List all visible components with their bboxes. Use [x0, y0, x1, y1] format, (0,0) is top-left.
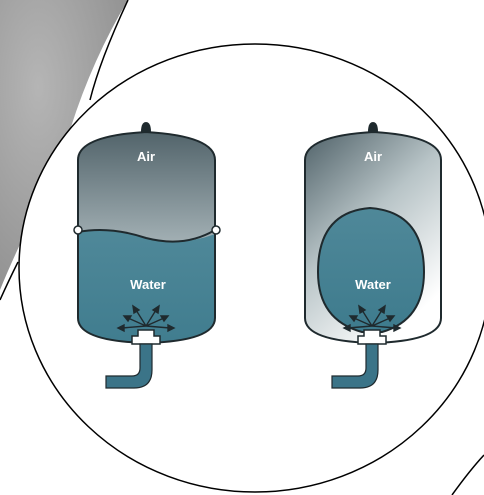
water-label-left: Water	[130, 277, 166, 292]
water-label-right: Water	[355, 277, 391, 292]
air-label-right: Air	[364, 149, 382, 164]
diaphragm-clamp-right	[212, 226, 220, 234]
water-bladder-right	[318, 208, 424, 332]
diaphragm-clamp-left	[74, 226, 82, 234]
air-label-left: Air	[137, 149, 155, 164]
